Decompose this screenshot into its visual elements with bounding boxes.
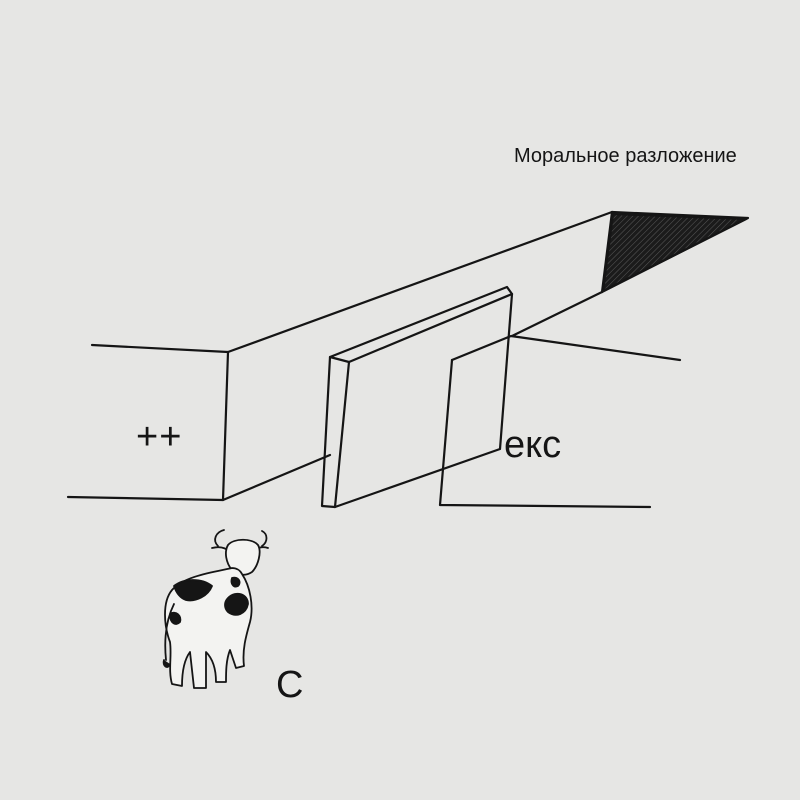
cow-icon <box>162 529 269 689</box>
eks-label: екс <box>504 424 562 466</box>
left-wall <box>66 210 614 502</box>
plus-plus-label: ++ <box>136 416 183 458</box>
c-label: С <box>276 664 304 706</box>
right-wall <box>438 334 682 509</box>
door-slab <box>320 285 514 509</box>
moral-decay-label: Моральное разложение <box>514 145 737 167</box>
dark-passage <box>601 212 748 293</box>
